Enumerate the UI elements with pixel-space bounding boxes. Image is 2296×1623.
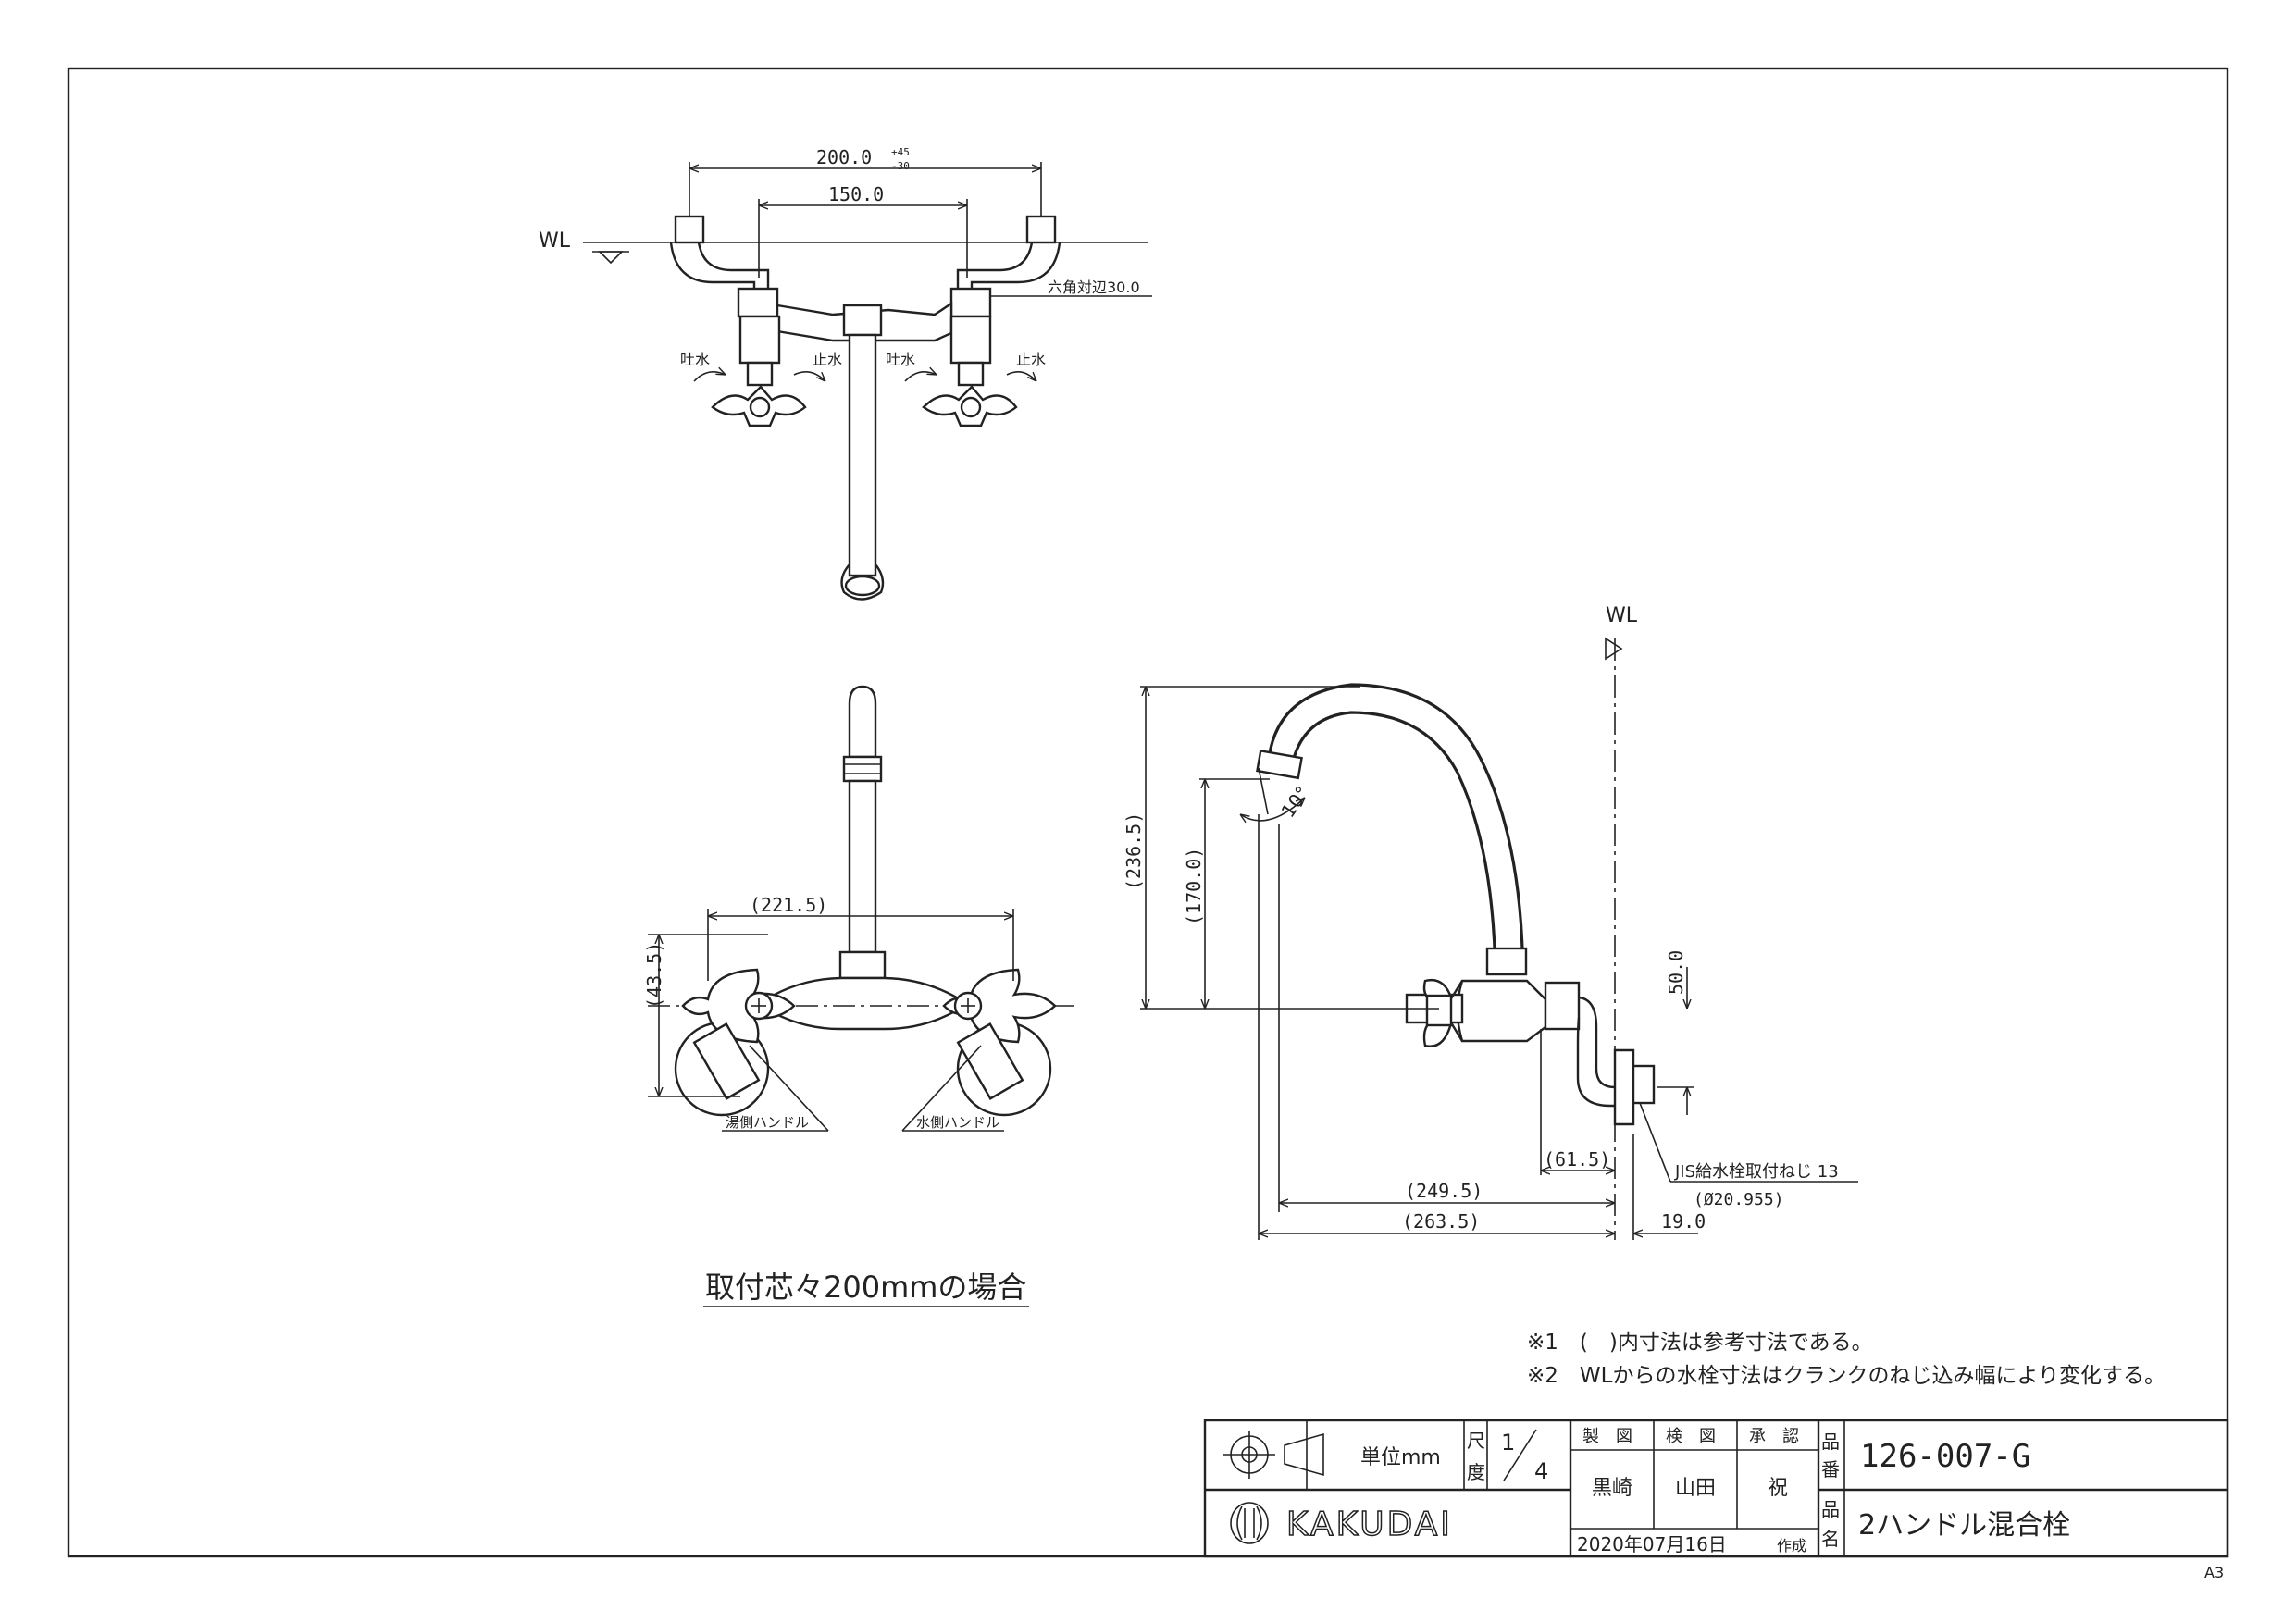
unit-label: 単位mm bbox=[1360, 1446, 1441, 1469]
projection-symbol-icon bbox=[1223, 1431, 1324, 1479]
left-cross-handle-icon bbox=[711, 385, 807, 427]
hot-handle-icon bbox=[674, 968, 796, 1117]
dim-200-tol-minus: -30 bbox=[891, 160, 910, 172]
hot-handle-label: 湯側ハンドル bbox=[726, 1114, 809, 1131]
sheet-border bbox=[67, 67, 2229, 1558]
checked-by-name: 山田 bbox=[1675, 1477, 1716, 1500]
title-block: 単位mm 尺 度 1 4 製 図 検 図 承 認 黒崎 山田 祝 品 番 126… bbox=[1203, 1419, 2229, 1558]
thread-note: JIS給水栓取付ねじ 13 bbox=[1674, 1162, 1839, 1182]
company-name: KAKUDAI bbox=[1286, 1505, 1453, 1543]
part-name-label-2: 名 bbox=[1821, 1528, 1840, 1550]
part-number: 126-007-G bbox=[1860, 1438, 2030, 1475]
scale-denominator: 4 bbox=[1534, 1458, 1548, 1484]
dim-43: (43.5) bbox=[643, 942, 665, 1009]
side-view: WL (236.5) (170.0) 10° bbox=[1123, 604, 1858, 1240]
kakudai-logo-icon bbox=[1230, 1502, 1269, 1544]
drawn-by-name: 黒崎 bbox=[1592, 1477, 1632, 1500]
dim-263: (263.5) bbox=[1402, 1210, 1480, 1233]
created-suffix: 作成 bbox=[1777, 1537, 1806, 1555]
dir-label-right-close: 止水 bbox=[1016, 351, 1046, 368]
note-2: ※2 WLからの水栓寸法はクランクのねじ込み幅により変化する。 bbox=[1527, 1364, 2166, 1388]
scale-label-2: 度 bbox=[1467, 1461, 1485, 1483]
dim-249: (249.5) bbox=[1405, 1180, 1483, 1202]
drawn-by-label: 製 図 bbox=[1582, 1427, 1632, 1446]
approved-by-name: 祝 bbox=[1768, 1477, 1788, 1500]
dim-200-tol-plus: +45 bbox=[891, 146, 910, 158]
scale-label-1: 尺 bbox=[1467, 1430, 1485, 1452]
side-cross-handle-icon bbox=[1422, 978, 1464, 1047]
created-date: 2020年07月16日 bbox=[1577, 1533, 1727, 1555]
dir-label-left-open: 吐水 bbox=[680, 351, 710, 368]
part-no-label-1: 品 bbox=[1821, 1431, 1840, 1453]
top-wl-label: WL bbox=[539, 229, 571, 253]
dim-150: 150.0 bbox=[828, 183, 884, 205]
dir-label-right-open: 吐水 bbox=[886, 351, 915, 368]
checked-by-label: 検 図 bbox=[1666, 1427, 1716, 1446]
side-wl-label: WL bbox=[1606, 604, 1638, 627]
dim-170: (170.0) bbox=[1183, 848, 1205, 925]
front-view-caption: 取付芯々200mmの場合 bbox=[705, 1270, 1026, 1305]
part-no-label-2: 番 bbox=[1821, 1458, 1840, 1481]
part-name-label-1: 品 bbox=[1821, 1498, 1840, 1520]
scale-numerator: 1 bbox=[1501, 1430, 1515, 1456]
right-cross-handle-icon bbox=[922, 385, 1018, 427]
cold-handle-icon bbox=[942, 968, 1057, 1117]
dim-19: 19.0 bbox=[1661, 1210, 1706, 1233]
wall-flange-icon bbox=[1613, 1048, 1635, 1126]
wl-triangle-side-icon bbox=[1605, 637, 1623, 661]
sheet-size: A3 bbox=[2204, 1564, 2224, 1581]
part-name: 2ハンドル混合栓 bbox=[1858, 1509, 2070, 1542]
front-view: (221.5) (43.5) 湯側ハンドル 水側ハンドル 取付芯々200mmの場… bbox=[643, 685, 1074, 1307]
note-1: ※1 ( )内寸法は参考寸法である。 bbox=[1527, 1331, 1873, 1355]
dim-61: (61.5) bbox=[1544, 1148, 1610, 1171]
cold-handle-label: 水側ハンドル bbox=[916, 1114, 999, 1131]
hex-note: 六角対辺30.0 bbox=[1048, 279, 1140, 296]
dim-236: (236.5) bbox=[1123, 812, 1145, 890]
approved-by-label: 承 認 bbox=[1749, 1427, 1799, 1446]
wl-triangle-icon bbox=[598, 251, 624, 265]
dim-221: (221.5) bbox=[750, 894, 827, 916]
angle-10: 10° bbox=[1276, 782, 1313, 822]
thread-diameter: (Ø20.955) bbox=[1694, 1190, 1784, 1209]
dim-200: 200.0 bbox=[816, 146, 872, 168]
dim-50: 50.0 bbox=[1665, 950, 1687, 995]
top-view: WL 200.0 +45 -30 150.0 bbox=[539, 146, 1152, 601]
dir-label-left-close: 止水 bbox=[813, 351, 842, 368]
